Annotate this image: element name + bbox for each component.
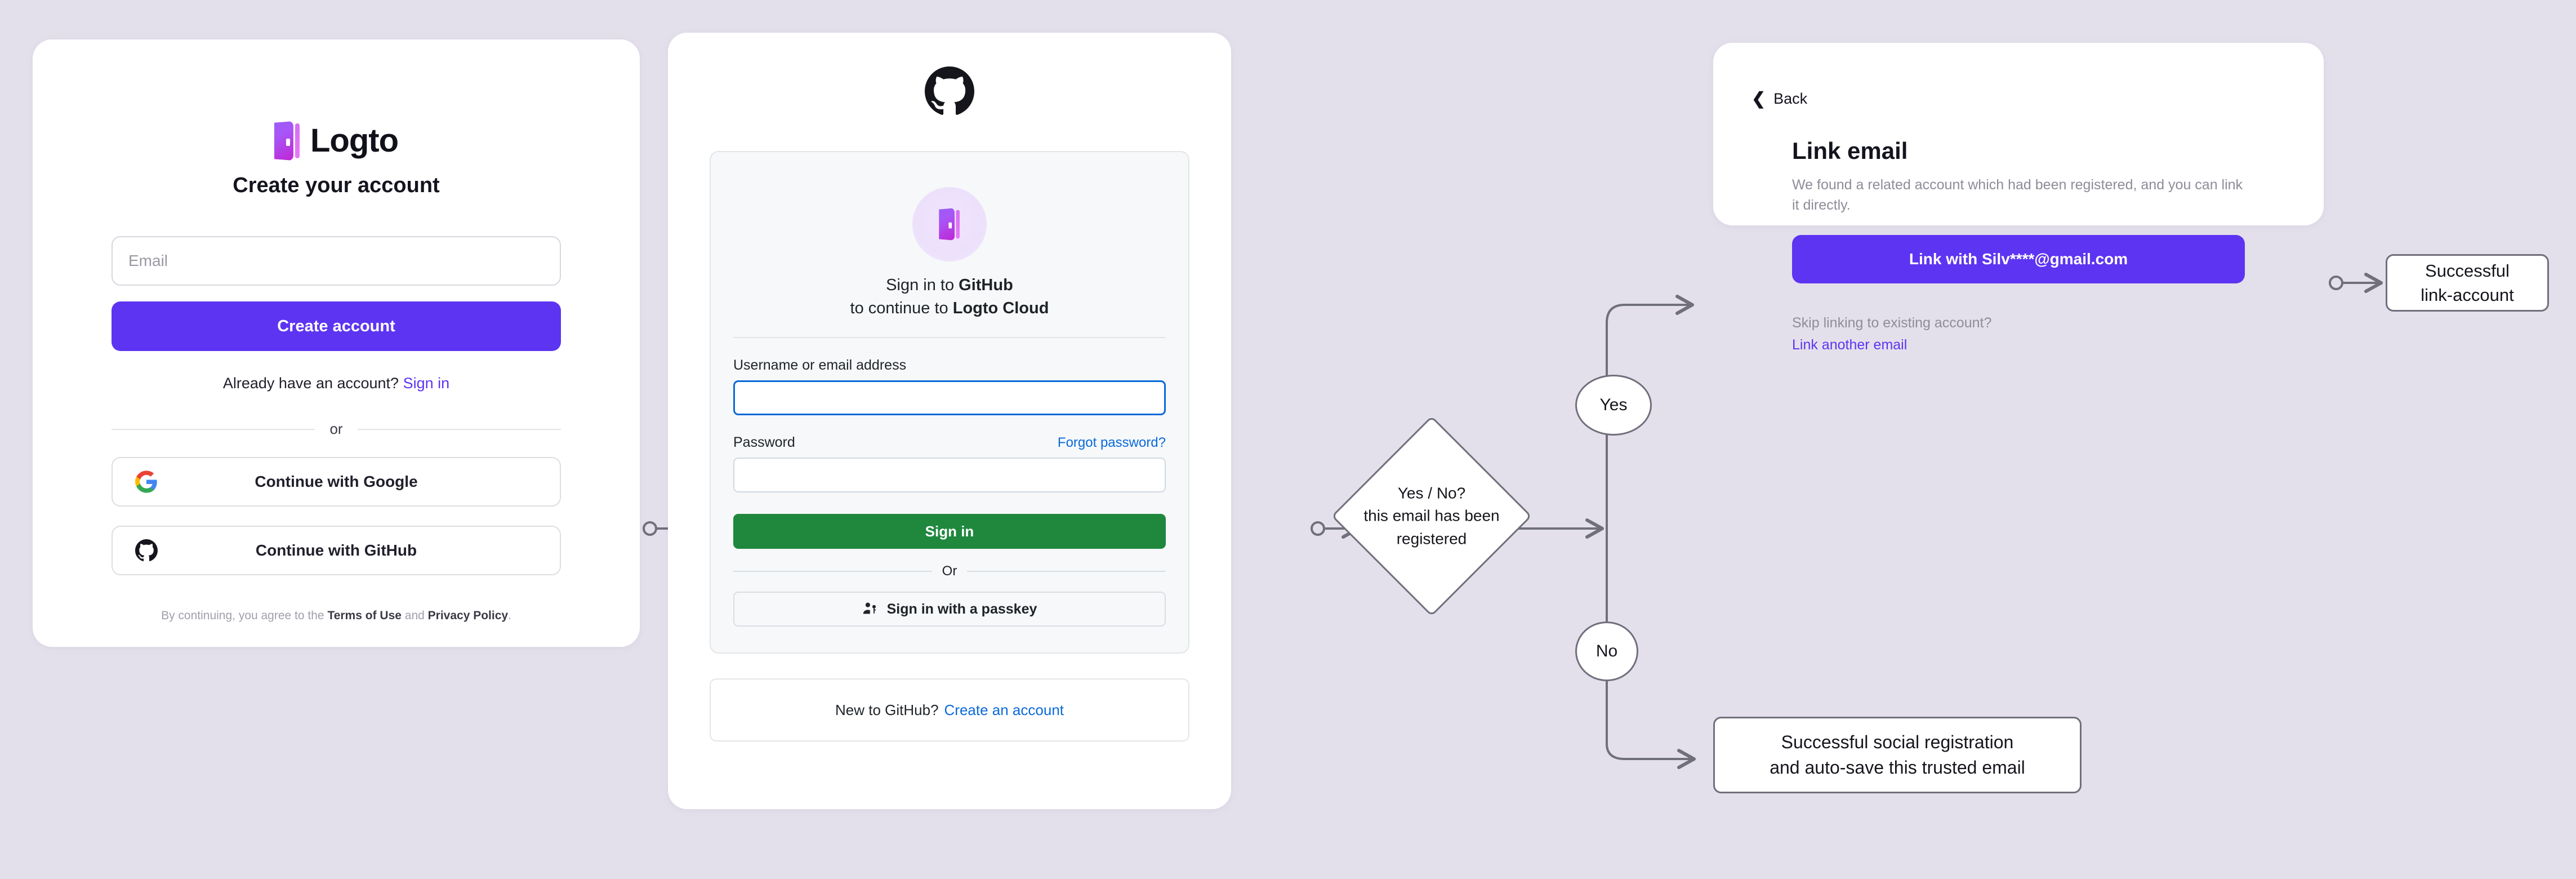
divider-label: or [329,420,343,437]
passkey-label: Sign in with a passkey [886,601,1037,617]
terms-middle: and [401,609,428,622]
privacy-policy-link[interactable]: Privacy Policy [427,609,509,622]
username-input[interactable] [733,380,1166,416]
terms-suffix: . [508,609,511,622]
github-mark-icon [668,33,1231,116]
continue-with-github-label: Continue with GitHub [255,541,417,559]
divider-line-left [112,428,315,430]
decision-line-2: this email has been [1363,507,1500,525]
divider-line-right [967,571,1166,572]
password-label-row: Password Forgot password? [733,434,1166,451]
chevron-left-icon: ❮ [1751,89,1766,108]
signin-line2-prefix: to continue to [850,299,953,318]
create-account-button[interactable]: Create account [112,301,561,351]
github-signup-footer: New to GitHub? Create an account [710,678,1189,742]
password-label: Password [733,434,795,451]
have-account-row: Already have an account? Sign in [112,375,561,392]
link-success-line-2: link-account [2421,285,2514,305]
footer-text: New to GitHub? [835,701,939,718]
create-an-account-link[interactable]: Create an account [944,701,1064,718]
divider-line-left [733,571,932,572]
terms-text: By continuing, you agree to the Terms of… [112,609,561,623]
terms-prefix: By continuing, you agree to the [161,609,328,622]
google-icon [134,469,159,494]
sign-in-button[interactable]: Sign in [733,514,1166,549]
github-signin-card: Sign in to GitHub to continue to Logto C… [668,33,1231,809]
decision-line-3: registered [1396,530,1467,548]
signin-line2-brand: Logto Cloud [952,299,1049,318]
back-label: Back [1773,90,1808,107]
signin-line1-brand: GitHub [959,276,1013,294]
link-success-line-1: Successful [2425,260,2510,281]
divider-line-right [357,428,561,430]
link-with-email-button[interactable]: Link with Silv****@gmail.com [1792,234,2245,283]
username-label: Username or email address [733,357,907,374]
signup-card: Logto Create your account Email Create a… [33,39,640,647]
email-input[interactable]: Email [112,236,561,286]
github-auth-panel: Sign in to GitHub to continue to Logto C… [710,151,1189,654]
link-email-title: Link email [1792,137,1908,164]
divider-or: or [112,420,561,438]
page-title: Create your account [233,174,440,197]
password-input[interactable] [733,458,1166,493]
decision-text: Yes / No? this email has been registered [1330,482,1533,551]
panel-divider [733,337,1166,339]
continue-with-github-button[interactable]: Continue with GitHub [112,526,561,575]
logto-door-logo-icon [274,120,300,162]
divider-or: Or [733,563,1166,579]
logto-logo: Logto [33,118,640,163]
outcome-social-registration-box: Successful social registration and auto-… [1713,717,2082,793]
have-account-text: Already have an account? [222,375,399,392]
terms-of-use-link[interactable]: Terms of Use [327,609,402,622]
social-success-line-1: Successful social registration [1781,732,2014,753]
branch-label-no: No [1575,621,1638,681]
decision-line-1: Yes / No? [1397,484,1466,502]
logto-door-logo-icon [939,207,960,242]
link-email-card: ❮ Back Link email We found a related acc… [1713,43,2324,353]
branch-label-yes: Yes [1575,375,1652,436]
continue-with-google-label: Continue with Google [255,473,418,490]
app-avatar [912,187,987,261]
skip-linking-text: Skip linking to existing account? [1792,314,1992,331]
passkey-person-key-icon [862,601,878,618]
decision-node: Yes / No? this email has been registered [1331,415,1532,617]
logto-wordmark: Logto [310,122,399,159]
continue-with-google-button[interactable]: Continue with Google [112,457,561,507]
outcome-link-account-box: Successful link-account [2386,254,2549,312]
email-placeholder: Email [128,252,168,269]
social-success-line-2: and auto-save this trusted email [1770,757,2025,778]
divider-label: Or [942,563,957,579]
link-another-email-link[interactable]: Link another email [1792,336,1908,353]
signin-context-text: Sign in to GitHub to continue to Logto C… [733,274,1166,320]
link-email-description: We found a related account which had bee… [1792,177,2243,214]
forgot-password-link[interactable]: Forgot password? [1057,435,1166,451]
signin-line1-prefix: Sign in to [886,276,959,294]
sign-in-with-passkey-button[interactable]: Sign in with a passkey [733,592,1166,627]
github-icon [134,538,159,563]
back-button[interactable]: ❮ Back [1751,90,1807,108]
sign-in-link[interactable]: Sign in [403,375,450,392]
